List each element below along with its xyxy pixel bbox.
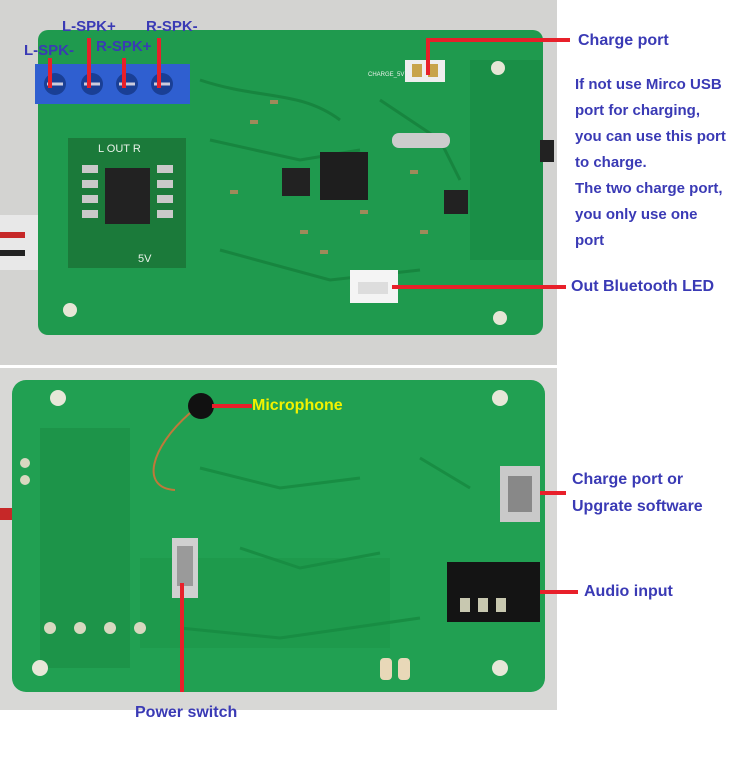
note-line: to charge. xyxy=(575,154,647,171)
label-upgrade-software: Upgrate software xyxy=(572,498,703,515)
note-line: port xyxy=(575,232,605,249)
main-chip xyxy=(320,152,368,200)
board-front-photo: L OUT R 5V CHARGE_5V xyxy=(0,0,557,365)
label-power-switch: Power switch xyxy=(135,704,238,721)
note-line: port for charging, xyxy=(575,102,700,119)
label-r-spk-minus: R-SPK- xyxy=(146,18,198,35)
board-back-photo xyxy=(0,368,557,710)
note-line: you can use this port xyxy=(575,128,726,145)
pointer-lines-bottom xyxy=(180,404,557,692)
label-l-spk-plus: L-SPK+ xyxy=(62,18,116,35)
label-microphone: Microphone xyxy=(252,397,343,414)
label-charge-port-or: Charge port or xyxy=(572,471,684,488)
microphone-part xyxy=(188,393,214,419)
note-line: The two charge port, xyxy=(575,180,723,197)
board-back-illustration xyxy=(0,368,557,710)
label-charge-port: Charge port xyxy=(578,32,669,49)
note-line: you only use one xyxy=(575,206,698,223)
charge-port-note: If not use Mirco USB port for charging, … xyxy=(575,72,745,254)
label-l-spk-minus: L-SPK- xyxy=(24,42,74,59)
label-out-bluetooth-led: Out Bluetooth LED xyxy=(571,278,715,295)
note-line: If not use Mirco USB xyxy=(575,76,722,93)
label-r-spk-plus: R-SPK+ xyxy=(96,38,152,55)
amp-voltage-label: 5V xyxy=(138,253,152,265)
pointer-lines-top xyxy=(48,38,557,289)
charge-header-silkscreen: CHARGE_5V xyxy=(368,72,404,78)
board-front-illustration: L OUT R 5V CHARGE_5V xyxy=(0,0,557,365)
amp-silkscreen-label: L OUT R xyxy=(98,143,141,155)
label-audio-input: Audio input xyxy=(584,583,673,600)
